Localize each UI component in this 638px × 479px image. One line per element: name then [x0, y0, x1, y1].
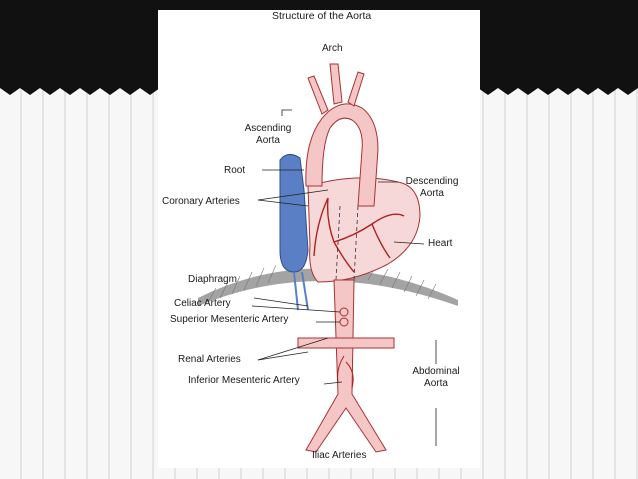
sma-origin [339, 317, 349, 327]
coronary-vessels [313, 197, 405, 273]
label-descending-aorta-line2: Aorta [420, 188, 444, 199]
label-abdominal-aorta-line2: Aorta [424, 378, 448, 389]
label-ascending-aorta: Ascending Aorta [238, 123, 298, 147]
label-inferior-mesenteric-artery: Inferior Mesenteric Artery [188, 375, 300, 386]
label-superior-mesenteric-artery: Superior Mesenteric Artery [170, 314, 289, 325]
vena-cava [279, 154, 309, 273]
aorta-diagram: Structure of the Aorta Arch Ascending Ao… [158, 10, 480, 468]
aortic-arch [305, 103, 379, 207]
dashed-aorta-behind-heart [335, 205, 359, 281]
label-ascending-aorta-line1: Ascending [244, 123, 292, 134]
label-descending-aorta: Descending Aorta [400, 176, 464, 200]
label-abdominal-aorta: Abdominal Aorta [402, 366, 470, 390]
diagram-title: Structure of the Aorta [272, 10, 372, 22]
aorta-illustration [198, 63, 458, 453]
leader-lines [251, 109, 437, 446]
arch-branches [307, 63, 365, 115]
label-iliac-arteries: Iliac Arteries [312, 450, 367, 461]
label-arch: Arch [322, 43, 343, 54]
abdominal-aorta [305, 279, 387, 453]
diaphragm-shape [198, 268, 458, 306]
label-descending-aorta-line1: Descending [405, 176, 459, 187]
label-ascending-aorta-line2: Aorta [256, 135, 280, 146]
renal-arteries [297, 337, 395, 349]
label-diaphragm: Diaphragm [188, 274, 237, 285]
label-celiac-artery: Celiac Artery [174, 298, 231, 309]
label-abdominal-aorta-line1: Abdominal [412, 366, 460, 377]
label-root: Root [224, 165, 246, 176]
celiac-origin [339, 307, 349, 317]
label-coronary-arteries: Coronary Arteries [162, 196, 240, 207]
vena-cava-lower [293, 271, 309, 311]
abdominal-branches [337, 355, 354, 389]
diaphragm-hatching [207, 264, 437, 303]
label-heart: Heart [428, 238, 453, 249]
label-renal-arteries: Renal Arteries [178, 354, 241, 365]
